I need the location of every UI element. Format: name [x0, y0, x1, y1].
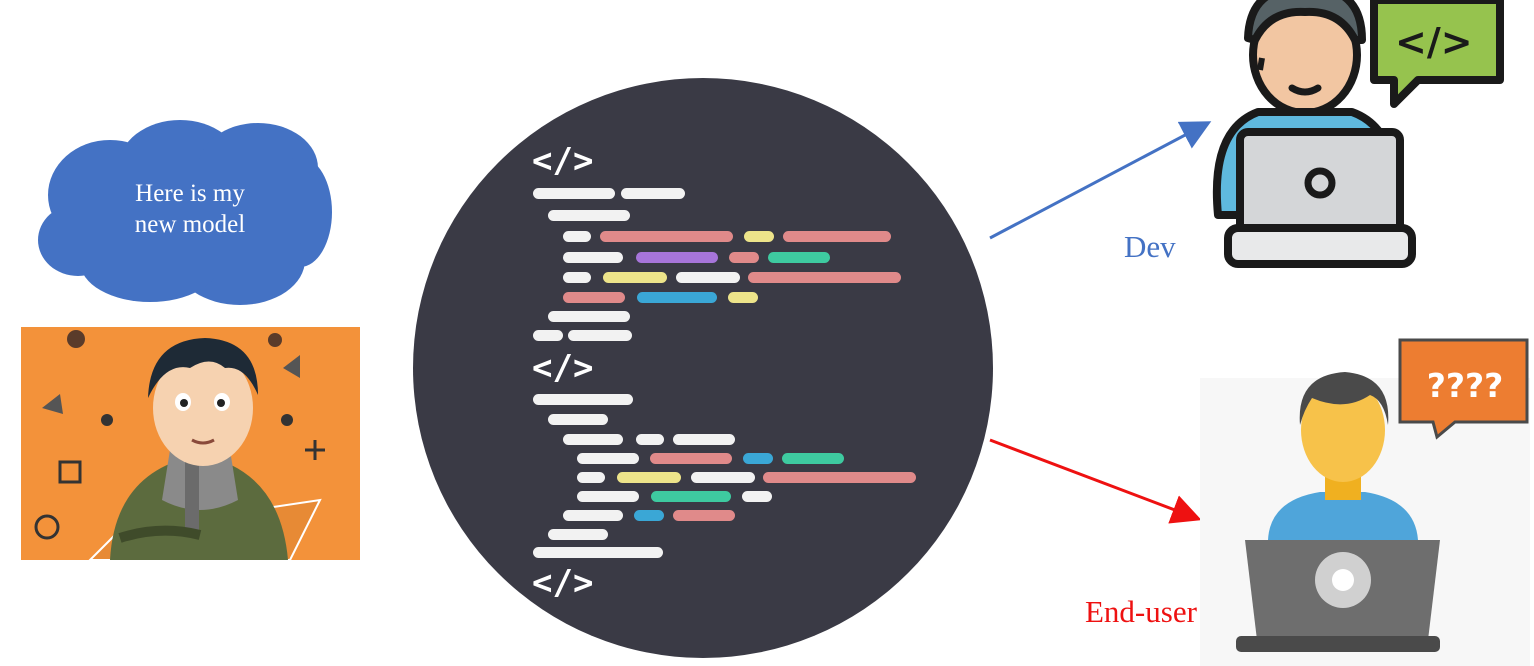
- end-user-icon: [1200, 338, 1530, 666]
- cloud-text: Here is my new model: [95, 178, 285, 240]
- question-bubble-text: ????: [1426, 366, 1504, 405]
- dev-label: Dev: [1124, 229, 1176, 264]
- cloud-text-line-2: new model: [134, 211, 246, 238]
- code-tag-bottom: </>: [532, 563, 593, 603]
- cloud-text-line-1: Here is my: [135, 180, 245, 207]
- dev-arrow: [989, 121, 1212, 240]
- svg-text:</>: </>: [1395, 20, 1473, 64]
- end-user-arrow: [989, 438, 1202, 524]
- code-icon: </> </> </>: [413, 78, 993, 658]
- code-tag-middle: </>: [532, 348, 593, 388]
- end-user-label: End-user: [1085, 594, 1197, 629]
- code-tag-top: </>: [532, 141, 593, 181]
- cloud-icon: [38, 120, 332, 305]
- avatar-image: [21, 327, 360, 561]
- developer-icon: </>: [1212, 0, 1504, 268]
